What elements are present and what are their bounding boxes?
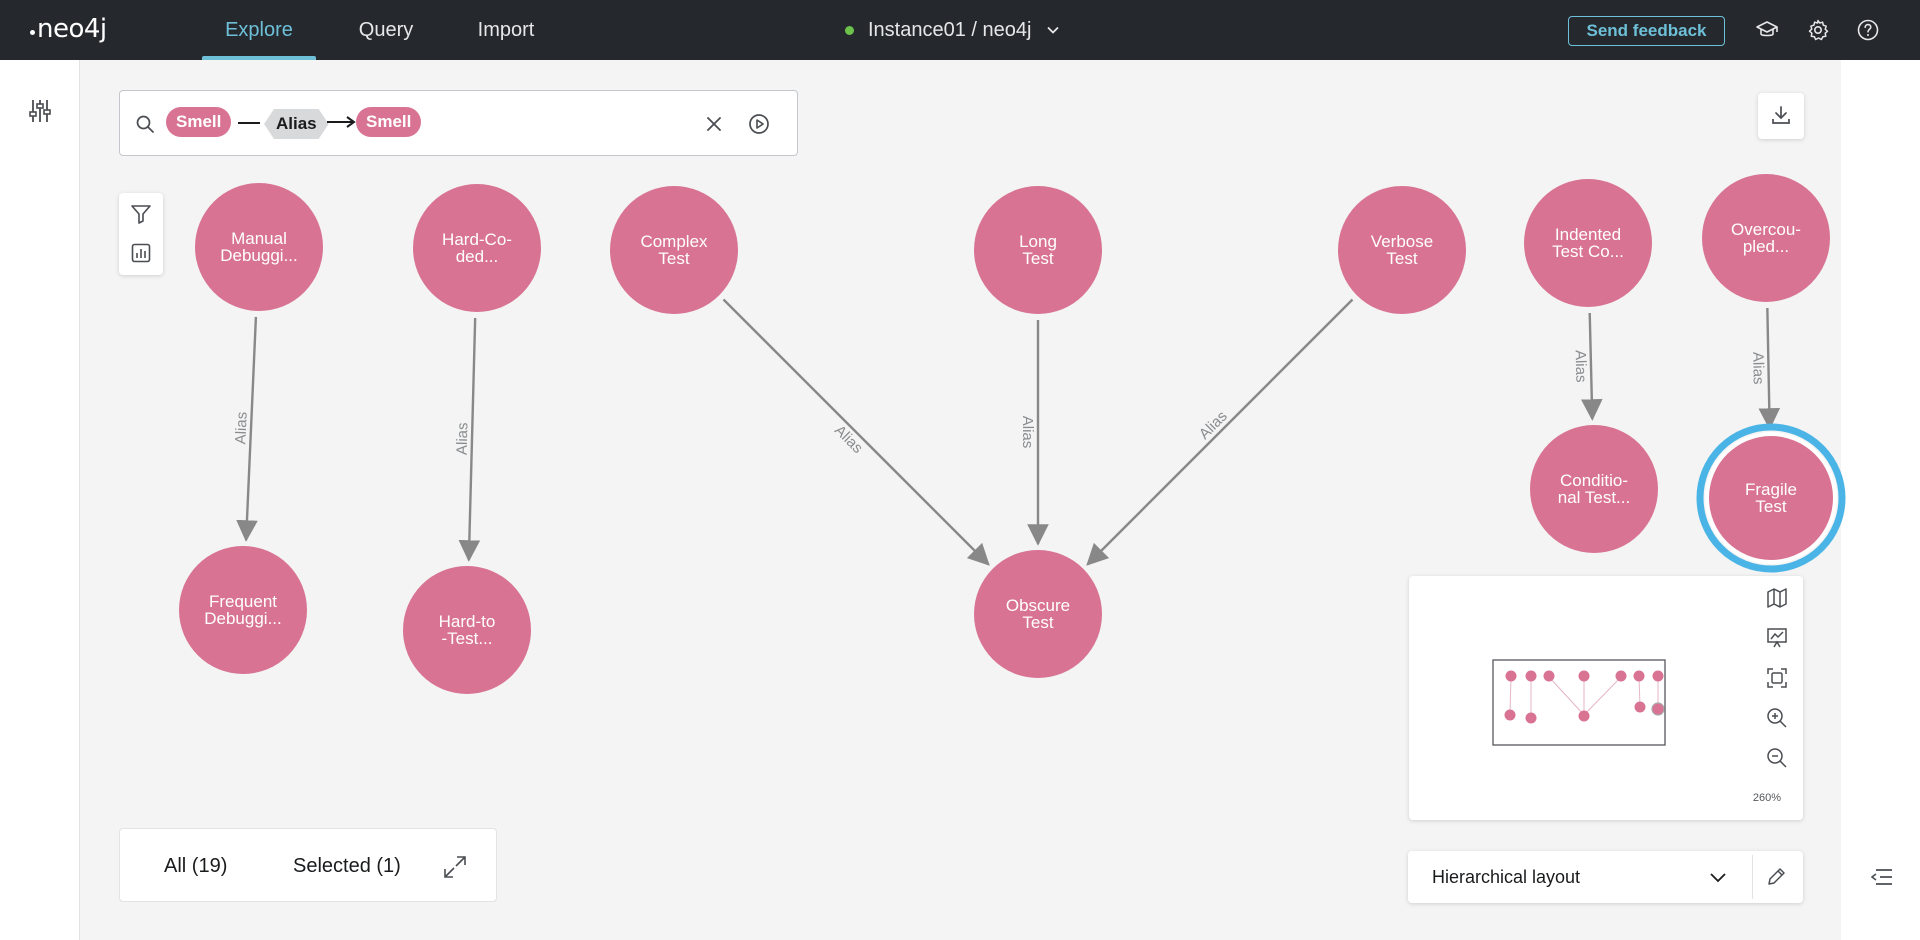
relationship-edge-verbose-obscure[interactable] <box>1086 298 1354 566</box>
search-icon <box>136 115 154 133</box>
clear-search-icon[interactable] <box>705 115 723 133</box>
relationship-label: Alias <box>1572 350 1590 383</box>
graph-node-manual[interactable]: ManualDebuggi... <box>195 183 323 311</box>
settings-sliders-icon[interactable] <box>28 98 52 124</box>
relationship-edge-hardcoded-hardtotest[interactable] <box>458 317 481 562</box>
graph-node-conditional[interactable]: Conditio-nal Test... <box>1530 425 1658 553</box>
node-circle[interactable] <box>1530 425 1658 553</box>
relationship-edge-complex-obscure[interactable] <box>722 298 990 566</box>
zoom-level-label: 260% <box>1752 792 1781 804</box>
graduation-cap-icon[interactable] <box>1755 18 1779 42</box>
node-circle[interactable] <box>1338 186 1466 314</box>
relationship-pill[interactable]: Alias <box>264 109 329 139</box>
graph-node-frequent[interactable]: FrequentDebuggi... <box>179 546 307 674</box>
relationship-line <box>238 122 260 124</box>
relationship-label: Alias <box>1196 408 1231 443</box>
zoom-out-icon[interactable] <box>1766 747 1788 769</box>
left-sidebar <box>0 60 80 940</box>
tab-import[interactable]: Import <box>477 19 535 41</box>
connection-status-dot <box>845 25 854 35</box>
relationship-label: Alias <box>1019 416 1036 449</box>
relationship-label: Alias <box>454 422 472 455</box>
node-circle[interactable] <box>974 550 1102 678</box>
node-circle[interactable] <box>610 186 738 314</box>
chevron-down-icon <box>1047 26 1060 34</box>
help-icon[interactable] <box>1856 18 1880 42</box>
run-search-icon[interactable] <box>748 113 770 135</box>
canvas-tools <box>119 193 163 275</box>
relationship-edge-manual-frequent[interactable] <box>236 316 258 542</box>
divider <box>1752 855 1753 899</box>
end-node-pill[interactable]: Smell <box>356 107 422 137</box>
relationship-label: Alias <box>831 422 866 457</box>
node-circle[interactable] <box>1709 436 1833 560</box>
instance-selector[interactable]: Instance01 / neo4j <box>845 0 1061 60</box>
filter-icon[interactable] <box>130 203 152 225</box>
minimap[interactable] <box>1492 659 1670 750</box>
download-button[interactable] <box>1758 93 1804 139</box>
tab-explore[interactable]: Explore <box>202 0 316 60</box>
presentation-icon[interactable] <box>1766 627 1788 649</box>
tab-query[interactable]: Query <box>358 19 414 41</box>
gear-icon[interactable] <box>1806 18 1830 42</box>
node-circle[interactable] <box>413 184 541 312</box>
all-results-tab[interactable]: All (19) <box>164 855 228 877</box>
minimap-panel: 260% <box>1409 576 1803 820</box>
top-bar: neo4j Explore Query Import Instance01 / … <box>0 0 1920 60</box>
graph-node-hardtotest[interactable]: Hard-to-Test... <box>403 566 531 694</box>
neo4j-logo[interactable]: neo4j <box>30 14 107 44</box>
send-feedback-button[interactable]: Send feedback <box>1568 16 1725 46</box>
relationship-label: Alias <box>1749 352 1767 385</box>
statistics-icon[interactable] <box>131 243 151 263</box>
node-circle[interactable] <box>403 566 531 694</box>
map-icon[interactable] <box>1766 587 1788 609</box>
chevron-down-icon[interactable] <box>1708 868 1728 886</box>
layout-selector: Hierarchical layout <box>1408 851 1803 903</box>
relationship-edge-indented-conditional[interactable] <box>1581 312 1603 421</box>
graph-node-overcoupled[interactable]: Overcou-pled... <box>1702 174 1830 302</box>
relationship-edge-overcoupled-fragile[interactable] <box>1758 307 1781 430</box>
node-circle[interactable] <box>974 186 1102 314</box>
results-counter: All (19) Selected (1) <box>119 828 497 902</box>
zoom-in-icon[interactable] <box>1766 707 1788 729</box>
arrow-right-icon <box>327 116 356 128</box>
node-circle[interactable] <box>1524 179 1652 307</box>
graph-node-hardcoded[interactable]: Hard-Co-ded... <box>413 184 541 312</box>
node-circle[interactable] <box>179 546 307 674</box>
node-circle[interactable] <box>1702 174 1830 302</box>
node-circle[interactable] <box>195 183 323 311</box>
expand-icon[interactable] <box>442 854 468 880</box>
selected-results-tab[interactable]: Selected (1) <box>293 855 401 877</box>
relationship-label: Alias <box>232 411 250 444</box>
download-icon <box>1772 106 1790 124</box>
instance-label: Instance01 / neo4j <box>868 18 1032 41</box>
layout-dropdown[interactable]: Hierarchical layout <box>1432 867 1581 887</box>
start-node-pill[interactable]: Smell <box>166 107 232 137</box>
right-panel-strip <box>1841 60 1920 940</box>
edit-pencil-icon[interactable] <box>1765 866 1787 888</box>
collapse-panel-icon[interactable] <box>1870 867 1894 887</box>
search-bar[interactable]: Smell Alias Smell <box>119 90 798 156</box>
fit-screen-icon[interactable] <box>1766 667 1788 689</box>
